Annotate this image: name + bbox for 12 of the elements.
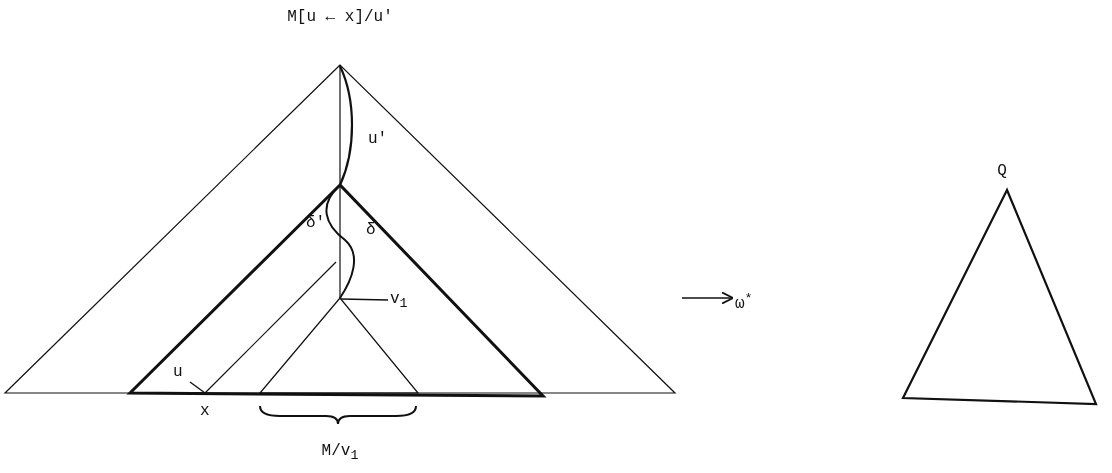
path-label: u' bbox=[368, 130, 388, 148]
vertex-label: u bbox=[173, 363, 183, 381]
tree-heading: M[u ← x]/u' bbox=[287, 8, 393, 26]
path-label: δ bbox=[366, 221, 376, 239]
subtree-label: M/v$_{1}$ bbox=[321, 442, 359, 466]
result-label: ω$^{*}$ bbox=[735, 290, 753, 314]
arrow bbox=[681, 291, 734, 305]
vertex-label: v$_{1}$ bbox=[390, 290, 408, 314]
tree-heading: Q bbox=[997, 162, 1007, 180]
vertex-label: x bbox=[200, 402, 210, 420]
leader-line bbox=[340, 298, 389, 301]
leader-line bbox=[189, 381, 206, 394]
